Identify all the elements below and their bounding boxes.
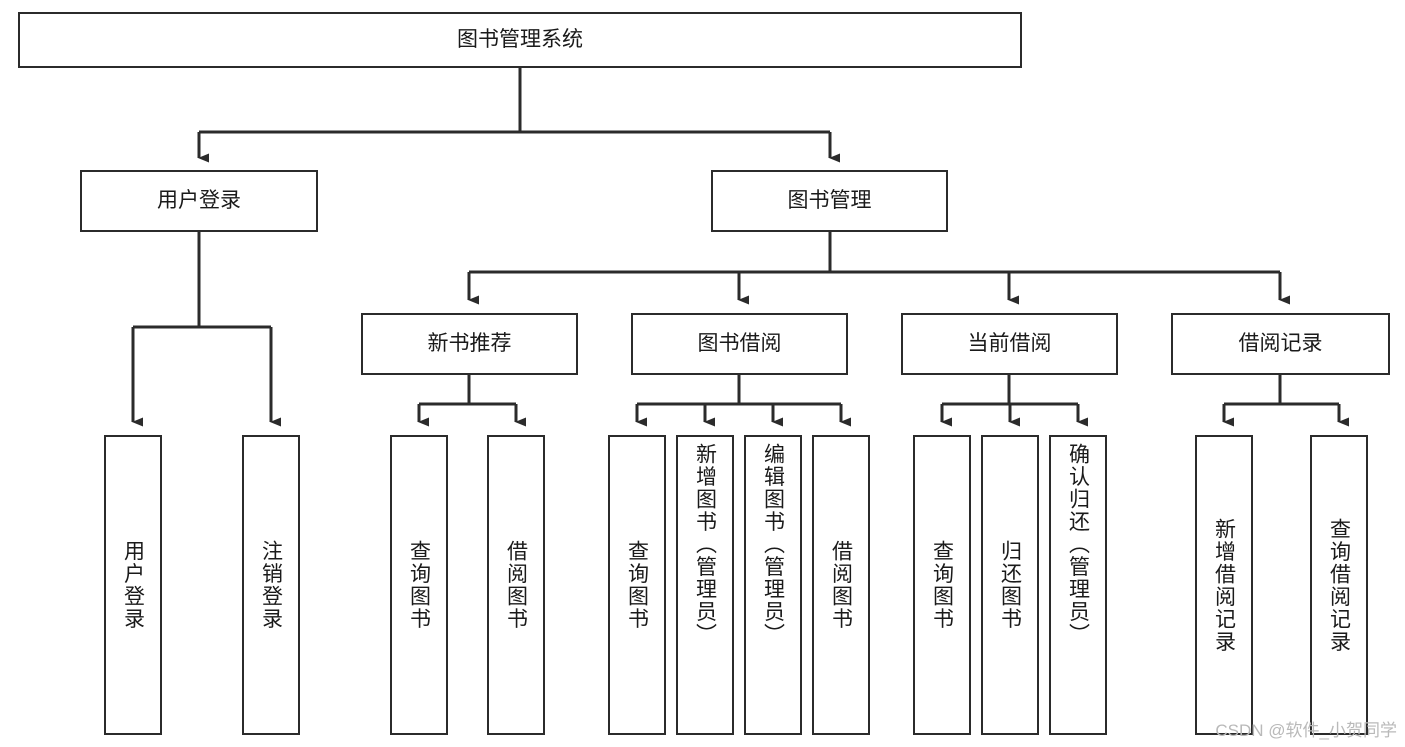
node-user-login[interactable]: 用户登录 <box>80 170 318 232</box>
node-leaf-query-book-current[interactable]: 查询图书 <box>913 435 971 735</box>
node-current-borrow[interactable]: 当前借阅 <box>901 313 1118 375</box>
node-leaf-return-book-label: 归还图书 <box>998 540 1022 630</box>
node-leaf-user-login-label: 用户登录 <box>121 540 145 630</box>
node-book-borrow[interactable]: 图书借阅 <box>631 313 848 375</box>
csdn-watermark: CSDN @软件_小贺同学 <box>1215 721 1397 740</box>
node-leaf-add-book-admin[interactable]: 新增图书（管理员） <box>676 435 734 735</box>
node-leaf-query-book-current-label: 查询图书 <box>930 540 954 630</box>
node-leaf-query-book-borrow[interactable]: 查询图书 <box>608 435 666 735</box>
node-leaf-add-borrow-record-label: 新增借阅记录 <box>1212 517 1236 653</box>
node-leaf-borrow-book[interactable]: 借阅图书 <box>812 435 870 735</box>
node-leaf-borrow-book-recommend-label: 借阅图书 <box>504 540 528 630</box>
node-leaf-query-borrow-record-label: 查询借阅记录 <box>1327 517 1351 653</box>
node-leaf-add-book-admin-label: 新增图书（管理员） <box>693 443 717 646</box>
node-leaf-confirm-return-admin-label: 确认归还（管理员） <box>1066 443 1090 646</box>
node-user-login-label: 用户登录 <box>157 188 241 212</box>
node-leaf-query-book-recommend[interactable]: 查询图书 <box>390 435 448 735</box>
node-leaf-borrow-book-label: 借阅图书 <box>829 540 853 630</box>
node-book-manage[interactable]: 图书管理 <box>711 170 948 232</box>
node-book-manage-label: 图书管理 <box>787 188 872 212</box>
node-new-book-recommend[interactable]: 新书推荐 <box>361 313 578 375</box>
node-leaf-edit-book-admin-label: 编辑图书（管理员） <box>761 443 785 646</box>
node-leaf-return-book[interactable]: 归还图书 <box>981 435 1039 735</box>
node-new-book-recommend-label: 新书推荐 <box>427 331 512 355</box>
node-current-borrow-label: 当前借阅 <box>967 331 1052 355</box>
node-leaf-edit-book-admin[interactable]: 编辑图书（管理员） <box>744 435 802 735</box>
node-leaf-add-borrow-record[interactable]: 新增借阅记录 <box>1195 435 1253 735</box>
node-leaf-user-logout-label: 注销登录 <box>259 540 283 630</box>
node-book-borrow-label: 图书借阅 <box>697 331 782 355</box>
node-leaf-confirm-return-admin[interactable]: 确认归还（管理员） <box>1049 435 1107 735</box>
node-leaf-query-borrow-record[interactable]: 查询借阅记录 <box>1310 435 1368 735</box>
node-leaf-borrow-book-recommend[interactable]: 借阅图书 <box>487 435 545 735</box>
node-leaf-query-book-borrow-label: 查询图书 <box>625 540 649 630</box>
node-leaf-user-logout[interactable]: 注销登录 <box>242 435 300 735</box>
node-root[interactable]: 图书管理系统 <box>18 12 1022 68</box>
node-borrow-records[interactable]: 借阅记录 <box>1171 313 1390 375</box>
node-borrow-records-label: 借阅记录 <box>1238 331 1323 355</box>
node-leaf-user-login[interactable]: 用户登录 <box>104 435 162 735</box>
node-leaf-query-book-recommend-label: 查询图书 <box>407 540 431 630</box>
node-root-label: 图书管理系统 <box>457 27 583 51</box>
